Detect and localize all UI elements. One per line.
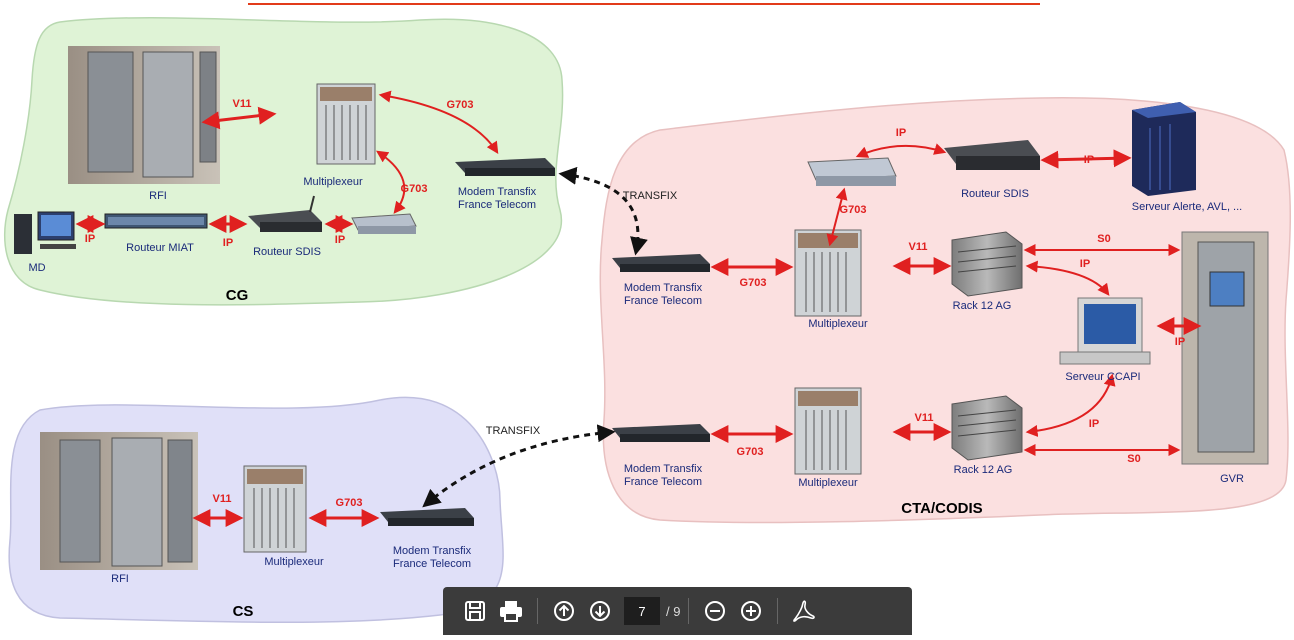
next-page-button[interactable]: [582, 593, 618, 629]
cg-mux-label: Multiplexeur: [303, 176, 363, 188]
cg-v11-link: [201, 106, 277, 130]
cta-server-alerte-label: Serveur Alerte, AVL, ...: [1131, 201, 1243, 213]
cta-g703-1-label: G703: [739, 277, 767, 289]
previous-page-button[interactable]: [546, 593, 582, 629]
cg-router-sdis-label: Routeur SDIS: [253, 246, 321, 258]
transfix-top-label: TRANSFIX: [622, 190, 678, 202]
arrow-up-circle-icon: [554, 601, 574, 621]
zoom-out-button[interactable]: [697, 593, 733, 629]
cs-g703-label: G703: [335, 497, 363, 509]
cta-server-ccapi-icon: [1059, 297, 1151, 365]
toolbar-separator: [537, 598, 538, 624]
cta-ip-rack-ccapi-label: IP: [1079, 258, 1091, 270]
cta-ip-rack2-link: [1025, 373, 1116, 437]
cta-ip-ccapi-gvr-label: IP: [1174, 336, 1186, 348]
cta-router-sdis-icon: [944, 140, 1040, 170]
cta-g703-2-label: G703: [736, 446, 764, 458]
zone-cta: [599, 97, 1292, 524]
cs-mux-label: Multiplexeur: [264, 556, 324, 568]
cta-g703-vertical-label: G703: [839, 204, 867, 216]
cg-rfi-photo: [68, 46, 220, 184]
save-button[interactable]: [457, 593, 493, 629]
zone-cs-label: CS: [232, 603, 254, 620]
cta-modem1-icon: [612, 254, 710, 272]
cta-rack1-label: Rack 12 AG: [952, 300, 1012, 312]
cs-modem-icon: [380, 508, 474, 526]
cg-modem-icon: [455, 158, 555, 176]
cg-modem-label: Modem Transfix France Telecom: [457, 186, 537, 211]
toolbar-separator: [688, 598, 690, 624]
cs-v11-label: V11: [212, 493, 232, 505]
cta-modem2-icon: [612, 424, 710, 442]
cs-modem-label: Modem Transfix France Telecom: [392, 545, 472, 570]
cta-ip-rack-ccapi-link: [1025, 260, 1110, 296]
cg-g703-top-label: G703: [446, 99, 474, 111]
cg-g703-top-link: [378, 90, 499, 155]
cg-md-computer-icon: [14, 211, 76, 254]
cta-s0-bottom-label: S0: [1127, 453, 1141, 465]
cg-ip1-label: IP: [84, 233, 96, 245]
cg-g703-mid-link: [376, 150, 406, 214]
cta-mux2-label: Multiplexeur: [798, 477, 858, 489]
cg-router-miat-label: Routeur MIAT: [126, 242, 194, 254]
acrobat-icon: [793, 600, 816, 622]
arrow-down-circle-icon: [590, 601, 610, 621]
cta-v11-1-label: V11: [908, 241, 928, 253]
print-icon: [500, 601, 522, 622]
cg-md-label: MD: [28, 262, 46, 274]
cta-modem1-label: Modem Transfix France Telecom: [623, 282, 703, 307]
zoom-out-icon: [705, 601, 726, 621]
cta-g703-vertical-link: [826, 187, 848, 247]
cg-multiplexer-icon: [316, 83, 376, 165]
cta-rack1-icon: [951, 231, 1023, 297]
cs-multiplexer-icon: [243, 465, 307, 553]
cta-ip-server-link: [1040, 149, 1132, 169]
cta-gvr-label: GVR: [1220, 473, 1244, 485]
cg-ip2-label: IP: [222, 237, 234, 249]
cta-ip-top-label: IP: [895, 127, 907, 139]
cta-modem2-label: Modem Transfix France Telecom: [623, 463, 703, 488]
cta-ip-server-label: IP: [1083, 154, 1095, 166]
cta-mux1-label: Multiplexeur: [808, 318, 868, 330]
cta-rack2-label: Rack 12 AG: [953, 464, 1013, 476]
cg-ip3-label: IP: [334, 234, 346, 246]
cta-gvr-photo: [1181, 231, 1269, 465]
page-number-input[interactable]: 7: [624, 597, 660, 625]
cg-v11-label: V11: [232, 98, 252, 110]
zoom-in-icon: [741, 601, 762, 621]
acrobat-button[interactable]: [786, 593, 822, 629]
cs-rfi-photo: [40, 432, 198, 570]
save-icon: [465, 601, 485, 621]
cta-rack2-icon: [951, 395, 1023, 461]
cta-ip-rack2-label: IP: [1088, 418, 1100, 430]
cg-g703-mid-label: G703: [400, 183, 428, 195]
toolbar-separator: [777, 598, 779, 624]
cta-multiplexer2-icon: [794, 387, 862, 475]
cta-ip-top-link: [855, 143, 947, 158]
print-button[interactable]: [493, 593, 529, 629]
cg-rfi-label: RFI: [149, 190, 167, 202]
transfix-bottom-link: [422, 424, 616, 508]
cg-switch-icon: [351, 213, 417, 234]
cta-multiplexer1-icon: [794, 229, 862, 317]
transfix-bottom-label: TRANSFIX: [485, 425, 541, 437]
cta-server-alerte-icon: [1132, 102, 1196, 196]
zone-cta-label: CTA/CODIS: [901, 500, 983, 517]
cg-router-miat-icon: [104, 213, 208, 229]
cta-router-sdis-label: Routeur SDIS: [961, 188, 1029, 200]
cta-server-ccapi-label: Serveur CCAPI: [1065, 371, 1141, 383]
cg-router-sdis-icon: [248, 195, 322, 232]
cta-v11-2-label: V11: [914, 412, 934, 424]
cta-s0-top-label: S0: [1097, 233, 1111, 245]
transfix-top-link: [558, 166, 648, 256]
cs-rfi-label: RFI: [111, 573, 129, 585]
zone-cg-label: CG: [225, 287, 249, 304]
pdf-toolbar: 7 / 9: [443, 587, 912, 635]
page-total: / 9: [666, 603, 681, 619]
zoom-in-button[interactable]: [733, 593, 769, 629]
cta-switch-icon: [807, 157, 897, 186]
